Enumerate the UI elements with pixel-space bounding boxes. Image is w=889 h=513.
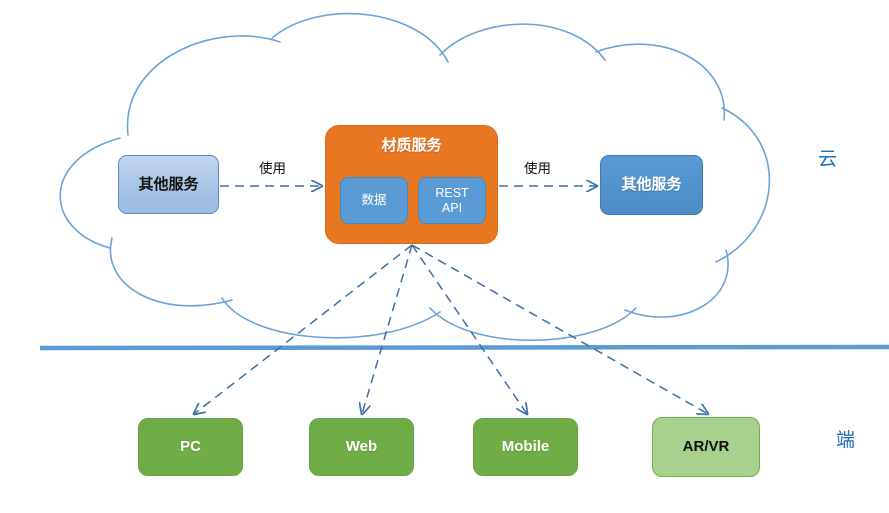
chip-data-label: 数据	[361, 193, 387, 208]
node-client-pc-label: PC	[180, 438, 201, 456]
zone-label-client: 端	[836, 430, 856, 451]
zone-label-cloud: 云	[818, 149, 838, 170]
edge-material-to-arvr	[411, 244, 708, 414]
node-material-service-title: 材质服务	[381, 137, 442, 154]
chip-data[interactable]: 数据	[340, 177, 408, 224]
node-client-arvr[interactable]: AR/VR	[652, 417, 760, 477]
node-other-service-right[interactable]: 其他服务	[600, 155, 703, 215]
cloud-boundary	[59, 12, 771, 342]
node-client-web-label: Web	[345, 438, 378, 456]
node-other-service-left[interactable]: 其他服务	[118, 155, 219, 214]
node-client-arvr-label: AR/VR	[682, 438, 730, 456]
chip-rest-api-label-line2: API	[441, 200, 463, 215]
node-client-mobile[interactable]: Mobile	[473, 418, 578, 476]
chip-rest-api[interactable]: REST API	[418, 177, 486, 224]
chip-rest-api-label-line1: REST	[435, 185, 469, 200]
edge-label-right-usage: 使用	[524, 161, 551, 176]
edge-material-to-web	[362, 244, 413, 414]
edge-material-to-pc	[194, 244, 413, 414]
cloud-client-divider	[39, 344, 889, 351]
node-other-service-left-label: 其他服务	[138, 175, 199, 193]
node-client-web[interactable]: Web	[309, 418, 414, 476]
node-client-pc[interactable]: PC	[138, 418, 243, 476]
node-material-service[interactable]: 材质服务 数据 REST API	[325, 125, 498, 244]
node-client-mobile-label: Mobile	[501, 438, 550, 456]
node-other-service-right-label: 其他服务	[621, 176, 682, 194]
edge-label-left-usage: 使用	[259, 161, 286, 176]
edge-material-to-mobile	[411, 244, 527, 414]
